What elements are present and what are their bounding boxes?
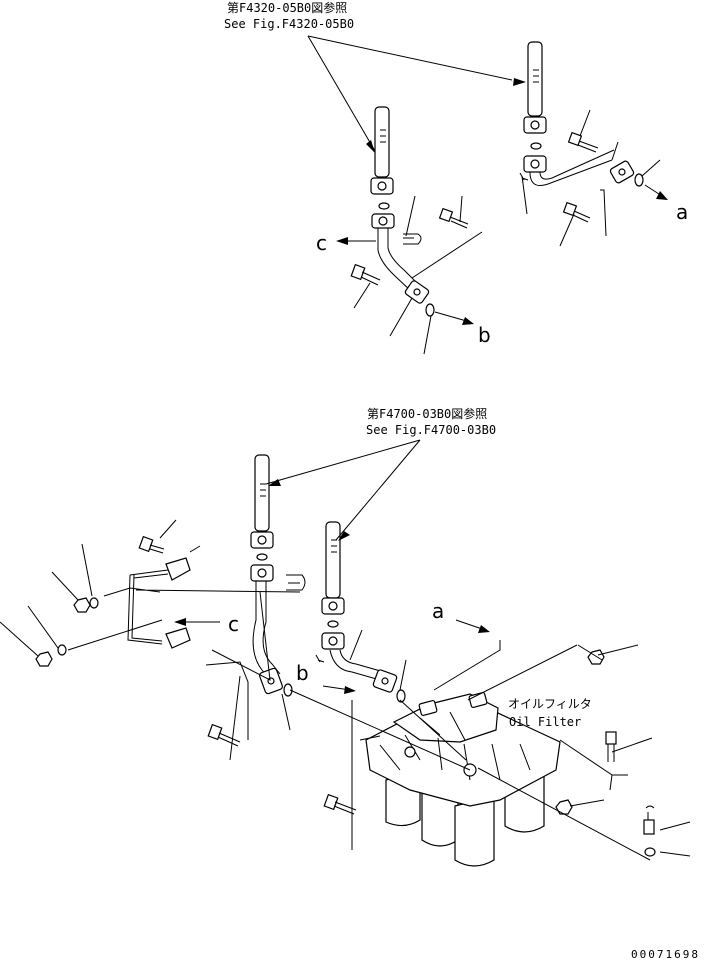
hose (254, 454, 270, 532)
upper-right-assembly: a (307, 35, 688, 247)
u-clamp (403, 233, 422, 245)
o-ring (396, 689, 406, 703)
o-ring (378, 202, 390, 210)
u-clamp (519, 172, 529, 181)
bolt (605, 731, 617, 762)
u-clamp (315, 654, 325, 663)
callout-c-lower: c (228, 612, 239, 636)
sensor (643, 805, 655, 835)
o-ring (634, 173, 644, 187)
upper-reference-label: 第F4320-05B0図参照 See Fig.F4320-05B0 (224, 0, 354, 31)
arrow-icon (513, 78, 526, 86)
callout-a-upper: a (676, 200, 688, 224)
washer (644, 847, 656, 857)
bolt (323, 793, 357, 815)
upper-reference-en: See Fig.F4320-05B0 (224, 17, 354, 31)
bolt (138, 535, 165, 554)
arrow-icon (174, 618, 186, 626)
o-ring (283, 683, 293, 697)
o-ring (327, 620, 339, 628)
nut (35, 651, 53, 667)
bolt (207, 723, 241, 747)
oil-filter-label-en: Oil Filter (509, 715, 581, 729)
bolt (438, 207, 469, 229)
callout-b-upper: b (478, 323, 491, 347)
o-ring (425, 303, 435, 317)
washer (57, 644, 67, 656)
u-clamp (286, 574, 306, 591)
clip (165, 557, 191, 581)
bolt (567, 131, 599, 153)
arrow-icon (338, 531, 350, 541)
clip (165, 627, 191, 649)
callout-c-upper: c (316, 231, 327, 255)
bracket (127, 557, 191, 649)
bolt (562, 201, 591, 223)
nut (555, 799, 573, 815)
nut (73, 597, 91, 613)
lower-assembly: c (0, 439, 691, 867)
nut (587, 649, 605, 665)
o-ring (530, 142, 542, 150)
drawing-number: 00071698 (631, 948, 700, 961)
callout-a-lower: a (432, 599, 444, 623)
arrow-icon (656, 191, 668, 200)
lower-reference-jp: 第F4700-03B0図参照 (367, 406, 487, 421)
arrow-icon (366, 140, 375, 153)
upper-left-assembly: c b (307, 35, 491, 355)
arrow-icon (478, 625, 490, 633)
hose (325, 521, 341, 599)
oil-filter (365, 691, 561, 867)
arrow-icon (336, 237, 348, 245)
callout-b-lower: b (296, 661, 309, 685)
o-ring (256, 553, 268, 561)
arrow-icon (462, 317, 474, 325)
washer (89, 597, 99, 609)
hose (527, 41, 543, 117)
arrow-icon (344, 686, 356, 694)
bolt (350, 263, 381, 286)
arrow-icon (268, 479, 281, 486)
upper-reference-jp: 第F4320-05B0図参照 (227, 0, 347, 15)
oil-filter-label-jp: オイルフィルタ (508, 697, 592, 711)
lower-reference-en: See Fig.F4700-03B0 (366, 423, 496, 437)
lower-reference-label: 第F4700-03B0図参照 See Fig.F4700-03B0 (366, 406, 496, 437)
